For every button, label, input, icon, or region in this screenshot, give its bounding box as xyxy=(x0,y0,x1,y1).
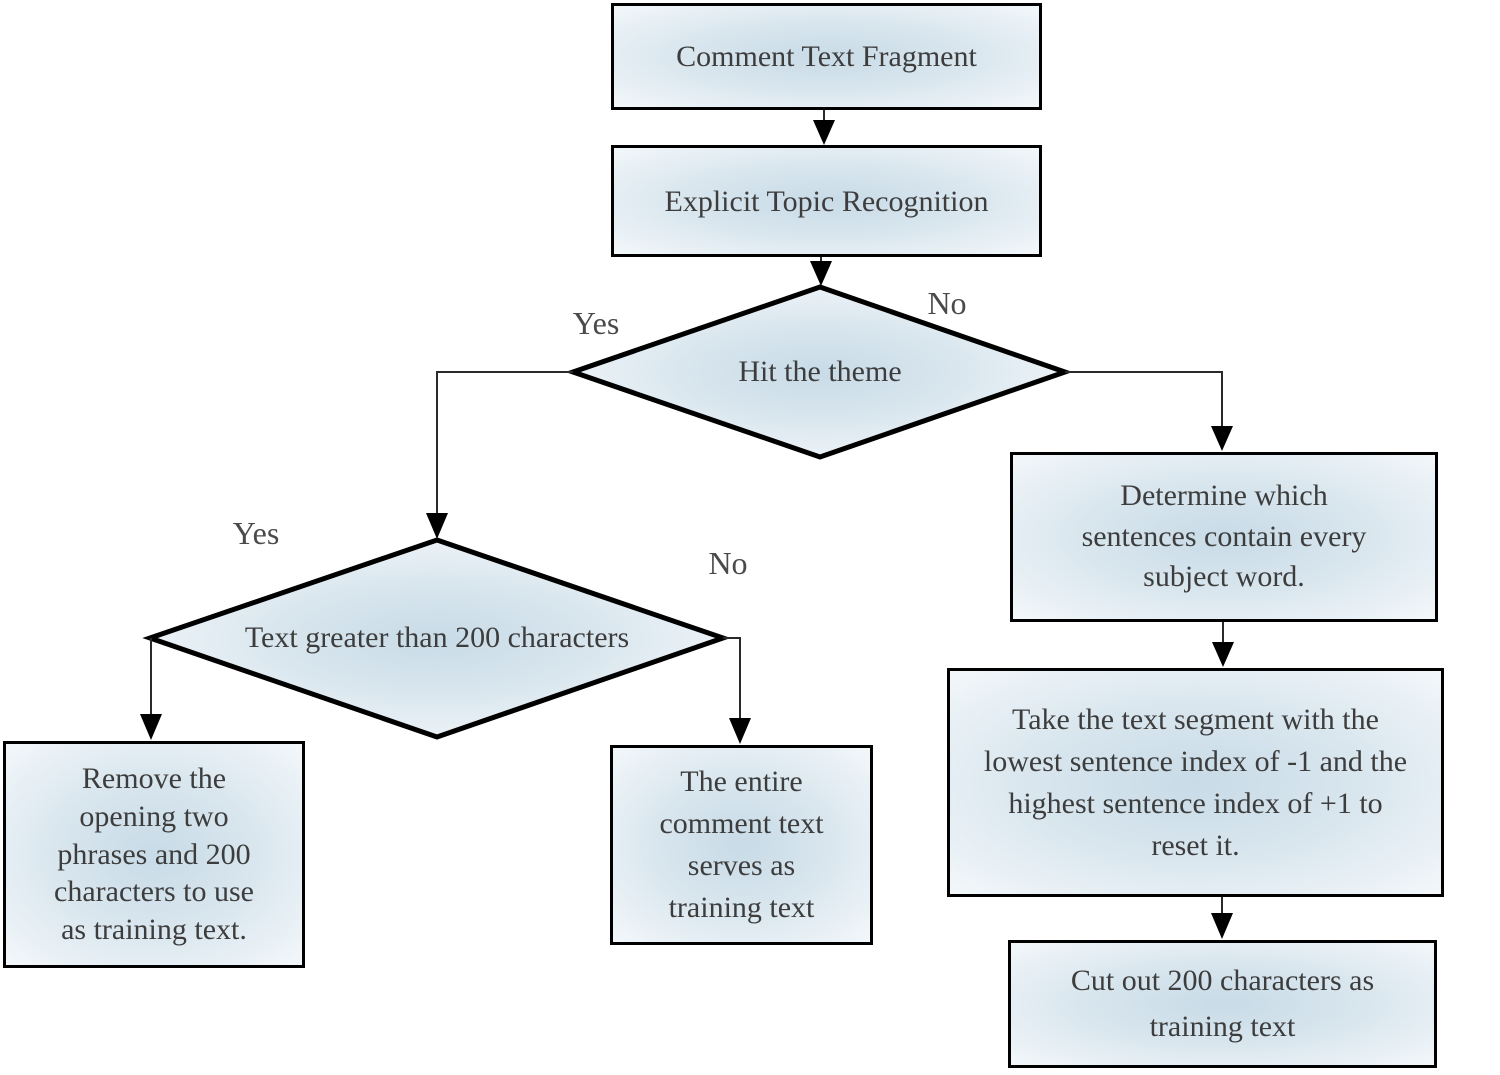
node-entire-comment-training: The entire comment text serves as traini… xyxy=(610,745,873,945)
node-determine-sentences: Determine which sentences contain every … xyxy=(1010,452,1438,622)
node-determine-sentences-label: Determine which sentences contain every … xyxy=(1081,479,1367,594)
node-explicit-topic-recognition: Explicit Topic Recognition xyxy=(611,145,1042,257)
edge-len-no-to-entire xyxy=(723,637,741,720)
arrowhead-take xyxy=(1212,642,1234,667)
node-comment-text-fragment: Comment Text Fragment xyxy=(611,3,1042,110)
node-comment-text-fragment-label: Comment Text Fragment xyxy=(676,40,977,73)
edge-label-hit-no: No xyxy=(927,284,967,321)
arrowhead-entire xyxy=(729,718,751,744)
node-take-text-segment-label: Take the text segment with the lowest se… xyxy=(983,702,1408,862)
decision-text-greater-200-shape xyxy=(142,537,731,740)
arrowhead-remove xyxy=(140,714,162,740)
edge-hit-no-to-determine xyxy=(1065,371,1223,428)
arrowhead-determine xyxy=(1211,426,1233,451)
node-entire-comment-training-label: The entire comment text serves as traini… xyxy=(659,765,824,924)
node-cut-200-characters: Cut out 200 characters as training text xyxy=(1008,940,1437,1068)
arrowhead-explicit xyxy=(813,120,835,145)
arrowhead-text200 xyxy=(426,513,448,539)
edge-label-length-yes: Yes xyxy=(232,514,280,551)
node-remove-opening-phrases: Remove the opening two phrases and 200 c… xyxy=(3,741,305,968)
decision-hit-the-theme-shape xyxy=(565,284,1073,460)
node-explicit-topic-recognition-label: Explicit Topic Recognition xyxy=(664,184,989,218)
edge-label-length-no: No xyxy=(708,544,748,581)
edge-label-hit-yes: Yes xyxy=(572,304,620,341)
edge-hit-yes-to-text200 xyxy=(436,371,573,515)
node-take-text-segment: Take the text segment with the lowest se… xyxy=(947,668,1444,897)
node-remove-opening-phrases-label: Remove the opening two phrases and 200 c… xyxy=(54,762,254,947)
node-cut-200-characters-label: Cut out 200 characters as training text xyxy=(1070,963,1375,1044)
arrowhead-hit-theme xyxy=(810,261,832,286)
arrowhead-cut xyxy=(1211,913,1233,939)
